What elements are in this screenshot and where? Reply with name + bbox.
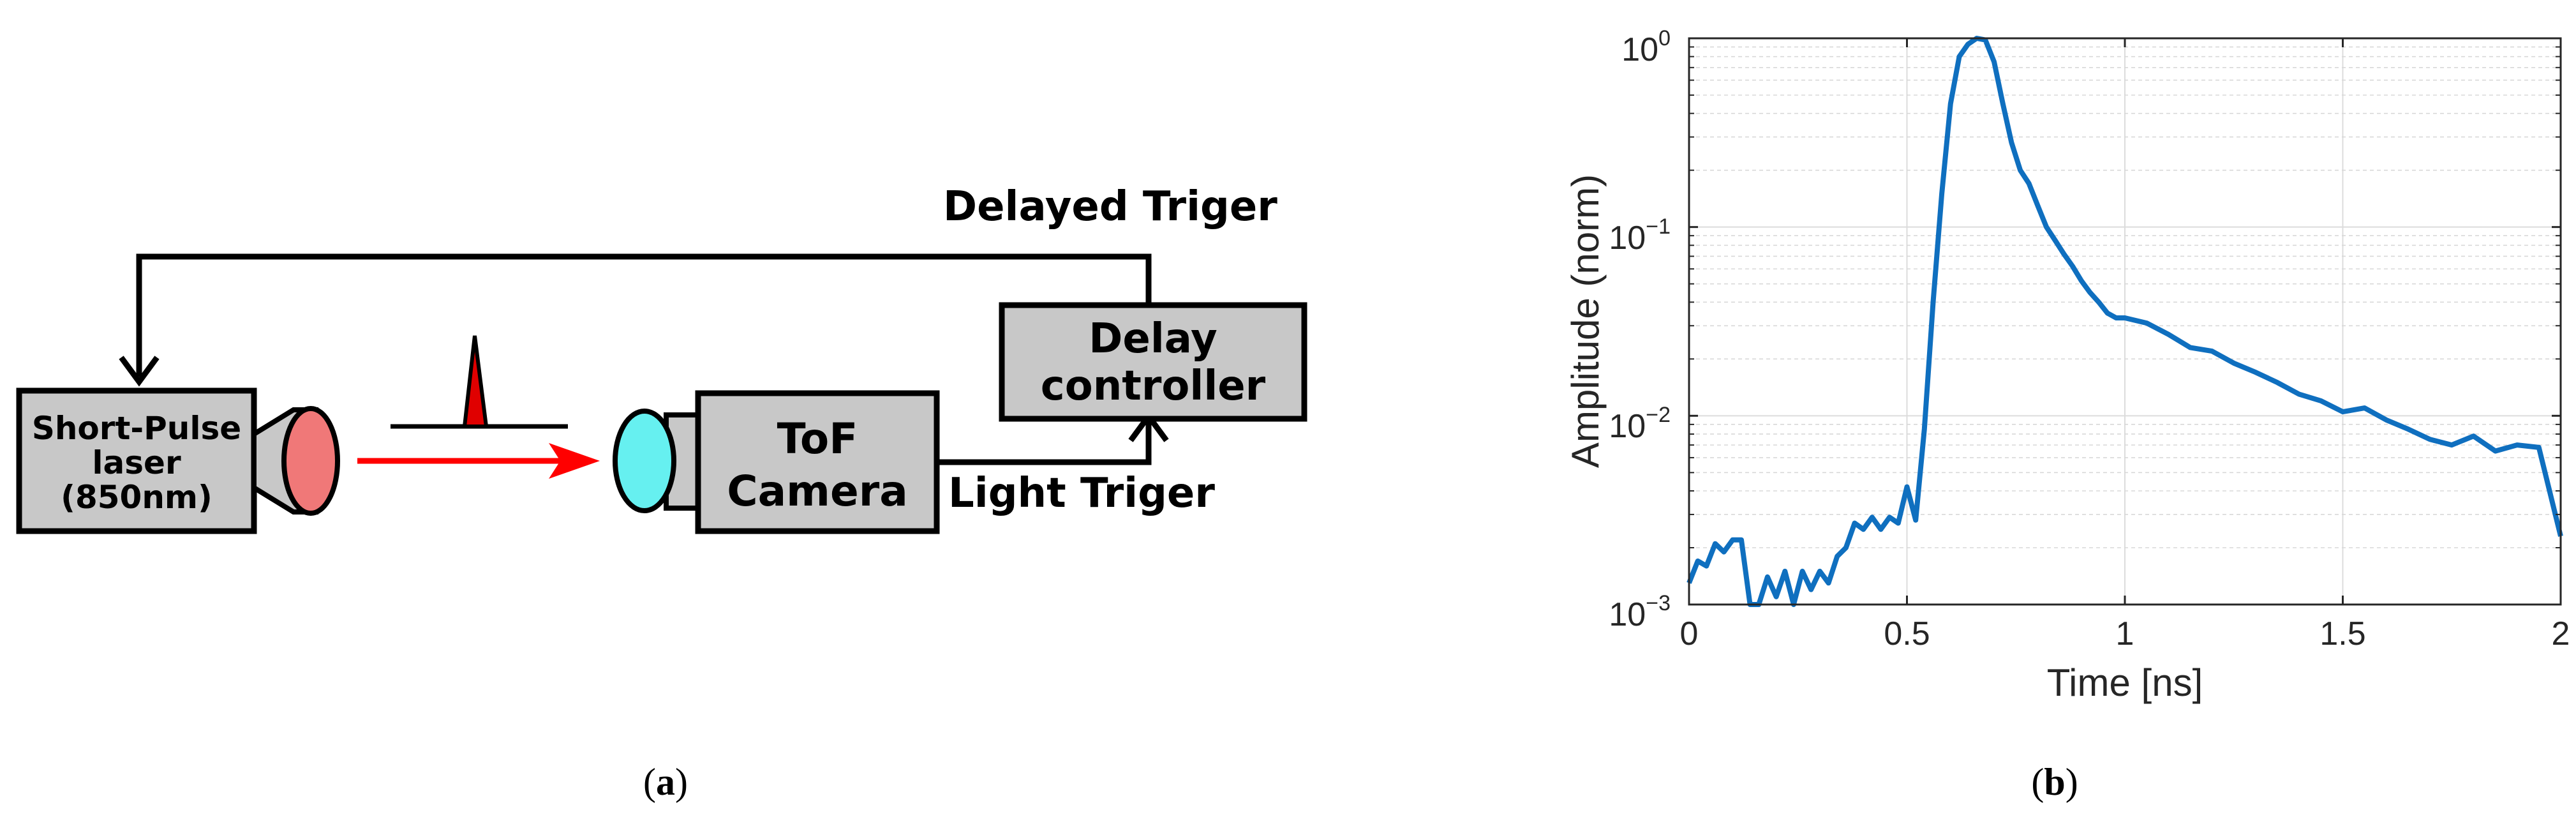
delay-label-line1: Delay (1089, 315, 1217, 363)
y-axis-label: Amplitude (norm) (1564, 174, 1607, 468)
delay-controller-box (999, 302, 1307, 422)
pulse-icon (462, 335, 489, 428)
delayed-trigger-arrowhead (119, 356, 160, 387)
delayed-trigger-wire (136, 253, 1152, 377)
y-tick-label: 10−2 (1609, 403, 1671, 445)
panel-a-caption: (a) (643, 761, 688, 803)
delay-label-line2: controller (1041, 363, 1266, 410)
x-tick-labels: 0 0.5 1 1.5 2 (1680, 615, 2570, 652)
panel-b-caption: (b) (2031, 761, 2078, 803)
x-axis-label: Time [ns] (2047, 661, 2203, 704)
laser-beam-arrowhead (549, 443, 600, 479)
y-tick-label: 100 (1621, 26, 1671, 68)
y-tick-label: 10−3 (1609, 591, 1671, 633)
x-tick-label: 2 (2552, 615, 2570, 652)
x-tick-label: 0.5 (1884, 615, 1930, 652)
camera-box (695, 390, 940, 534)
laser-label-line2: laser (92, 444, 181, 481)
y-tick-label: 10−1 (1609, 214, 1671, 257)
setup-diagram: Short-Pulse laser (850nm) ToF Camera Del… (16, 183, 1307, 803)
laser-lens (281, 406, 340, 516)
series-line-amplitude (1686, 36, 2563, 607)
pulse-chart: 0 0.5 1 1.5 2 100 10−1 10−2 10−3 Time [n… (1564, 26, 2570, 803)
tick-layer (1688, 37, 2562, 606)
x-tick-label: 1.5 (2319, 615, 2365, 652)
light-trigger-label: Light Triger (948, 470, 1215, 517)
x-tick-label: 1 (2116, 615, 2134, 652)
y-tick-labels: 100 10−1 10−2 10−3 (1609, 26, 1671, 633)
light-trigger-wire (937, 421, 1152, 465)
laser-label-line1: Short-Pulse (32, 410, 241, 447)
delayed-trigger-label: Delayed Triger (943, 183, 1277, 230)
camera-lens (613, 409, 676, 513)
camera-label-line1: ToF (777, 414, 858, 463)
camera-label-line2: Camera (727, 467, 908, 516)
laser-label-line3: (850nm) (61, 479, 212, 516)
x-tick-label: 0 (1680, 615, 1699, 652)
